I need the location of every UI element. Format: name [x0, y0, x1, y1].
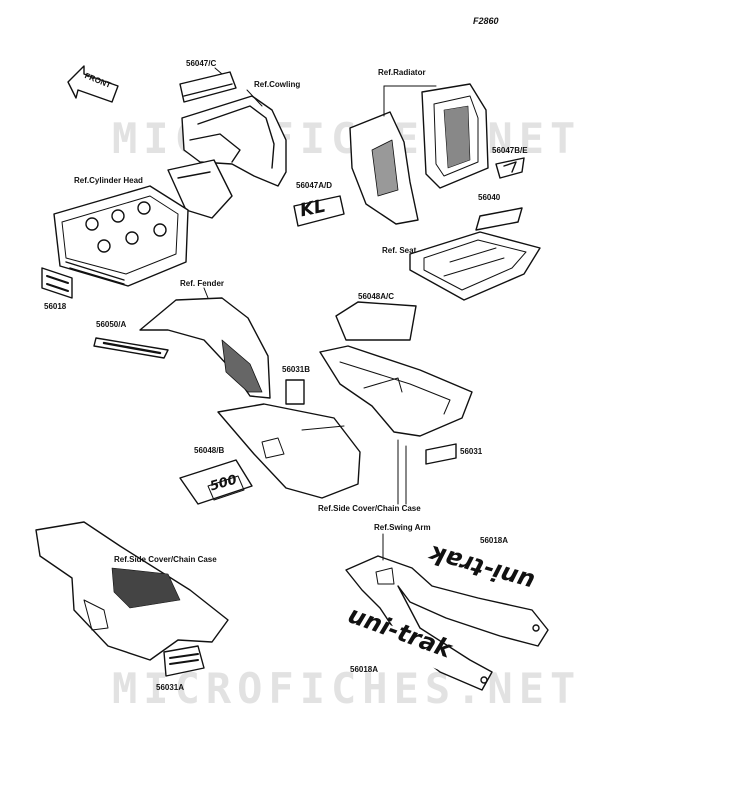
label-cylinder-head: Ref.Cylinder Head	[74, 176, 143, 185]
part-side-cover-left	[217, 403, 361, 499]
part-cylinder-head	[53, 185, 189, 287]
label-radiator: Ref.Radiator	[378, 68, 426, 77]
part-56018a-top	[424, 546, 550, 602]
label-cowling: Ref.Cowling	[254, 80, 301, 89]
label-56048ac: 56048A/C	[358, 292, 395, 301]
part-side-cover-right	[319, 345, 473, 437]
label-side-cover-1: Ref.Side Cover/Chain Case	[318, 504, 421, 513]
part-56031b	[285, 379, 305, 405]
label-56047ad: 56047A/D	[296, 181, 333, 190]
part-fender	[139, 287, 271, 399]
part-56047be	[495, 157, 525, 179]
part-seat	[409, 231, 541, 301]
label-seat: Ref. Seat	[382, 246, 417, 255]
label-fender: Ref. Fender	[180, 279, 225, 288]
label-56031: 56031	[460, 447, 483, 456]
part-56050a	[93, 337, 169, 359]
watermark-bottom: MICROFICHES.NET	[112, 664, 582, 713]
part-56018a-bottom	[340, 608, 452, 672]
label-56050a: 56050/A	[96, 320, 127, 329]
label-56031b: 56031B	[282, 365, 311, 374]
part-cowling	[167, 89, 287, 219]
part-56018	[41, 267, 73, 299]
part-56048b	[179, 459, 253, 505]
part-56047c	[179, 67, 237, 103]
label-56018a-bottom: 56018A	[350, 665, 379, 674]
front-arrow-icon	[67, 65, 119, 103]
label-56031a: 56031A	[156, 683, 185, 692]
part-chain-case	[35, 521, 229, 661]
label-56040: 56040	[478, 193, 501, 202]
part-56040	[475, 207, 523, 231]
part-56031	[425, 443, 457, 465]
part-56047ad	[293, 195, 345, 227]
label-56047c: 56047/C	[186, 59, 217, 68]
label-56018: 56018	[44, 302, 67, 311]
figure-code: F2860	[473, 16, 499, 26]
label-56048b: 56048/B	[194, 446, 225, 455]
label-56018a-top: 56018A	[480, 536, 509, 545]
part-radiator	[349, 83, 489, 225]
label-56047be: 56047B/E	[492, 146, 528, 155]
label-side-cover-2: Ref.Side Cover/Chain Case	[114, 555, 217, 564]
part-56031a	[163, 645, 205, 677]
part-56048ac	[335, 301, 417, 341]
label-swing-arm: Ref.Swing Arm	[374, 523, 431, 532]
